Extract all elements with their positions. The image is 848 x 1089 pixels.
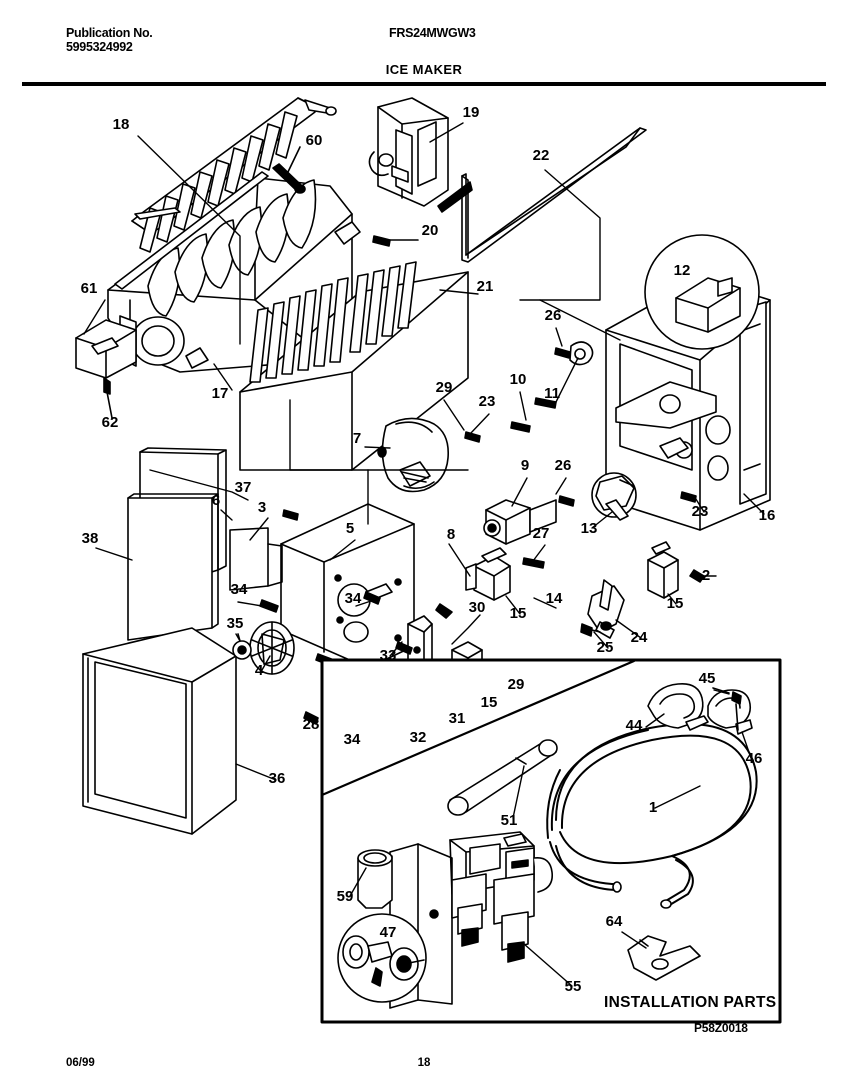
callout-number: 26 [545,307,562,324]
callout-number: 19 [463,104,480,121]
callout-number: 17 [212,385,229,402]
callout-number: 46 [746,750,763,767]
publication-number: 5995324992 [66,40,133,54]
switch-15-right [647,541,679,599]
callout-number: 25 [597,639,614,656]
callout-number: 38 [82,530,99,547]
callout-number: 4 [255,662,264,679]
callout-number: 10 [510,371,527,388]
detail-callout-circle-47 [337,913,427,1003]
callout-number: 8 [447,526,455,543]
installation-parts-box [320,658,782,1024]
fastener-20 [372,235,419,247]
callout-number: 18 [113,116,130,133]
drawing-code: P58Z0018 [694,1021,748,1035]
model-number: FRS24MWGW3 [389,26,476,40]
callout-number: 23 [692,503,709,520]
callout-number: 15 [667,595,684,612]
callout-number: 28 [303,716,320,733]
motor-7 [377,417,450,493]
tube-clamp-44 [647,682,709,731]
callout-number: 26 [555,457,572,474]
fastener-60 [272,146,306,194]
callout-number: 51 [501,812,518,829]
callout-number: 36 [269,770,286,787]
callout-number: 9 [521,457,529,474]
callout-number: 2 [702,567,710,584]
bracket-61 [75,319,137,379]
title-divider [22,82,826,86]
callout-number: 14 [546,590,563,607]
page-title: ICE MAKER [385,62,463,77]
callout-number: 15 [510,605,527,622]
callout-number: 44 [626,717,643,734]
callout-number: 55 [565,978,582,995]
callout-number: 13 [581,520,598,537]
ejector-blade-assembly-18 [131,97,337,253]
saddle-clamp-64 [627,935,701,981]
shutoff-arm-22 [437,127,647,263]
callout-number: 1 [649,799,657,816]
cap-35 [232,633,252,660]
callout-number: 24 [631,629,648,646]
callout-number: 37 [235,479,252,496]
ice-container-36 [82,627,237,835]
callout-number: 64 [606,913,623,930]
detail-callout-circle-12 [644,234,760,350]
callout-number: 62 [102,414,119,431]
callout-number: 23 [479,393,496,410]
callout-number: 33 [380,647,397,664]
callout-number: 3 [258,499,266,516]
callout-number: 12 [674,262,691,279]
callout-number: 34 [344,731,361,748]
callout-number: 29 [508,676,525,693]
screw-25 [580,623,601,637]
callout-number: 22 [533,147,550,164]
callout-number: 31 [449,710,466,727]
auger-wheel-4 [249,621,295,675]
callout-number: 60 [306,132,323,149]
callout-number: 20 [422,222,439,239]
callout-number: 15 [481,694,498,711]
callout-number: 32 [410,729,427,746]
callout-number: 7 [353,430,361,447]
callout-number: 30 [469,599,486,616]
fasteners-group [259,341,705,725]
screw-45 [712,687,742,731]
callout-number: 45 [699,670,716,687]
insulation-panel-38 [127,493,219,641]
callout-number: 6 [212,492,220,509]
callout-number: 29 [436,379,453,396]
installation-parts-title: INSTALLATION PARTS [604,994,777,1011]
footer-date: 06/99 [66,1057,95,1069]
callout-number: 35 [227,615,244,632]
callout-number: 16 [759,507,776,524]
callout-number: 59 [337,888,354,905]
callout-number: 47 [380,924,397,941]
screw-62 [103,377,113,419]
ice-chute-19 [368,97,449,207]
leader-lines-inset [349,689,752,987]
thermostat-13 [591,472,637,521]
lever-24 [587,579,625,639]
footer-page-number: 18 [417,1057,431,1069]
panel-3 [229,527,283,591]
solenoid-9 [483,499,557,545]
grommet-59 [357,849,393,909]
publication-label: Publication No. [66,26,153,40]
callout-number: 21 [477,278,494,295]
callout-number: 34 [345,590,362,607]
water-tubing-coil-1 [546,722,758,909]
callout-number: 61 [81,280,98,297]
callout-number: 11 [544,385,560,402]
insulation-sleeve-51 [447,739,558,816]
callout-number: 34 [231,581,248,598]
callout-number: 27 [533,525,550,542]
switch-8 [465,547,511,601]
callout-number: 5 [346,520,354,537]
